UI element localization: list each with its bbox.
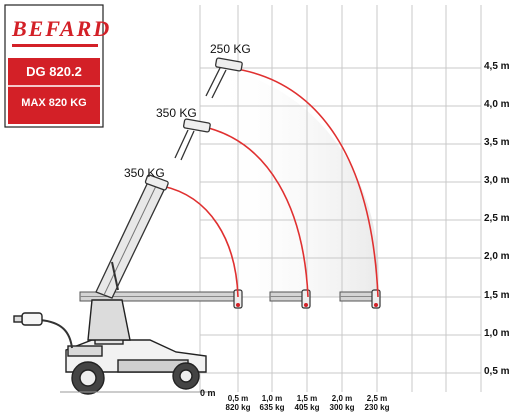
reach-tick: 1,0 m 635 kg (255, 394, 289, 412)
height-label: 1,5 m (484, 290, 510, 301)
machine-body (13, 299, 210, 395)
height-label: 0,5 m (484, 366, 510, 377)
load-label-middle: 350 KG (156, 106, 197, 120)
reach-capacity: 230 kg (364, 403, 390, 412)
height-label: 2,0 m (484, 251, 510, 262)
load-label-bottom: 350 KG (124, 166, 165, 180)
height-label: 3,5 m (484, 137, 510, 148)
load-label-top: 250 KG (210, 42, 251, 56)
arc-outer (229, 67, 379, 298)
reach-tick: 1,5 m 405 kg (290, 394, 324, 412)
arc-middle (199, 125, 309, 298)
reach-distance: 0,5 m (227, 394, 249, 403)
load-arcs (161, 67, 379, 298)
arc-inner (161, 185, 239, 298)
reach-origin-label: 0 m (200, 388, 216, 398)
grid (199, 5, 482, 392)
reach-capacity: 405 kg (294, 403, 320, 412)
reach-distance: 1,5 m (296, 394, 318, 403)
height-axis: 4,5 m 4,0 m 3,5 m 3,0 m 2,5 m 2,0 m 1,5 … (484, 0, 520, 412)
reach-distance: 1,0 m (261, 394, 283, 403)
reach-tick: 0,5 m 820 kg (221, 394, 255, 412)
height-label: 4,5 m (484, 61, 510, 72)
reach-tick: 2,0 m 300 kg (325, 394, 359, 412)
reach-capacity: 300 kg (329, 403, 355, 412)
height-label: 3,0 m (484, 175, 510, 186)
reach-distance: 2,5 m (366, 394, 388, 403)
reach-capacity: 635 kg (259, 403, 285, 412)
reach-tick: 2,5 m 230 kg (360, 394, 394, 412)
raised-boom (95, 174, 169, 299)
brand-name: BEFARD (12, 16, 112, 41)
brand-logo: BEFARD (12, 16, 112, 47)
height-label: 1,0 m (484, 328, 510, 339)
model-label: DG 820.2 (26, 64, 82, 79)
reach-capacity: 820 kg (225, 403, 251, 412)
fork-top (205, 57, 243, 99)
fork-middle (174, 118, 211, 161)
max-load-label: MAX 820 KG (21, 97, 87, 109)
reach-distance: 2,0 m (331, 394, 353, 403)
brand-underline (12, 44, 98, 47)
height-label: 2,5 m (484, 213, 510, 224)
height-label: 4,0 m (484, 99, 510, 110)
brand-panel (4, 4, 104, 128)
reach-axis: 0 m 0,5 m 820 kg 1,0 m 635 kg 1,5 m 405 … (0, 386, 522, 412)
